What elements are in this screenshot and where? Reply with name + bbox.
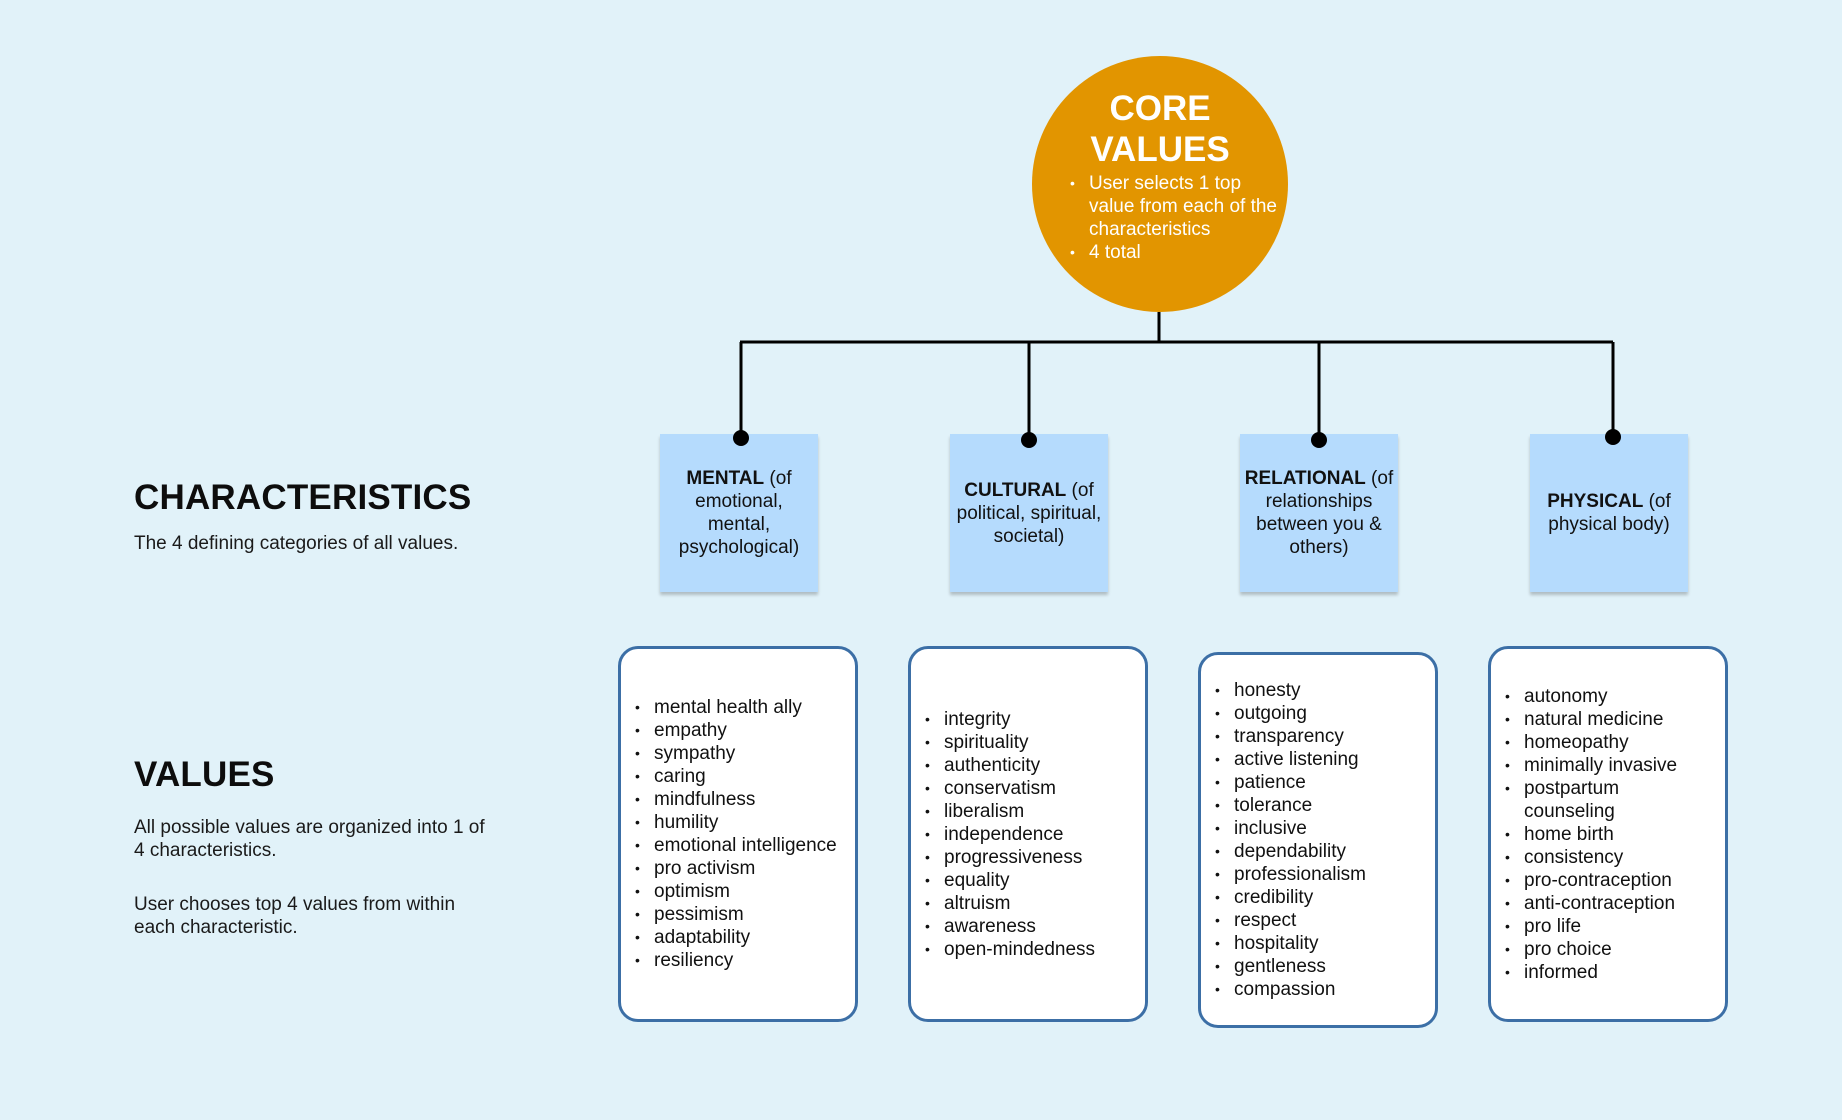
characteristic-qualifier: (of political, spiritual, societal) bbox=[956, 479, 1102, 547]
value-item: credibility bbox=[1215, 886, 1366, 909]
core-title-line-1: CORE bbox=[1109, 89, 1211, 128]
value-item: adaptability bbox=[635, 926, 837, 949]
value-item: spirituality bbox=[925, 731, 1095, 754]
value-item: dependability bbox=[1215, 840, 1366, 863]
characteristic-box-mental: MENTAL (of emotional, mental, psychologi… bbox=[660, 434, 818, 592]
connector-dot-physical bbox=[1605, 429, 1621, 445]
value-item: emotional intelligence bbox=[635, 834, 837, 857]
characteristic-qualifier: (of physical body) bbox=[1548, 491, 1671, 535]
core-values-notes: User selects 1 top value from each of th… bbox=[1070, 172, 1280, 264]
values-card-cultural: integrity spirituality authenticity cons… bbox=[908, 646, 1148, 1022]
value-item: integrity bbox=[925, 708, 1095, 731]
value-item: pessimism bbox=[635, 903, 837, 926]
characteristic-label: RELATIONAL (of relationships between you… bbox=[1243, 467, 1395, 559]
value-item: equality bbox=[925, 869, 1095, 892]
value-item: empathy bbox=[635, 719, 837, 742]
values-card-physical: autonomy natural medicine homeopathy min… bbox=[1488, 646, 1728, 1022]
value-item: outgoing bbox=[1215, 702, 1366, 725]
value-item: compassion bbox=[1215, 978, 1366, 1001]
characteristic-qualifier: (of relationships between you & others) bbox=[1256, 468, 1394, 558]
value-item: honesty bbox=[1215, 679, 1366, 702]
characteristic-qualifier: (of emotional, mental, psychological) bbox=[678, 468, 800, 558]
core-values-circle: CORE VALUES User selects 1 top value fro… bbox=[1032, 56, 1288, 312]
characteristics-heading: CHARACTERISTICS bbox=[134, 478, 472, 517]
value-item: natural medicine bbox=[1505, 708, 1677, 731]
characteristic-name: CULTURAL bbox=[964, 479, 1067, 501]
value-item: pro choice bbox=[1505, 938, 1677, 961]
characteristic-box-cultural: CULTURAL (of political, spiritual, socie… bbox=[950, 434, 1108, 592]
value-item: independence bbox=[925, 823, 1095, 846]
characteristic-label: CULTURAL (of political, spiritual, socie… bbox=[956, 479, 1102, 548]
connector-dot-mental bbox=[733, 430, 749, 446]
values-description-1: All possible values are organized into 1… bbox=[134, 817, 485, 861]
values-list-physical: autonomy natural medicine homeopathy min… bbox=[1491, 685, 1677, 984]
value-item: autonomy bbox=[1505, 685, 1677, 708]
value-item: informed bbox=[1505, 961, 1677, 984]
value-item: progressiveness bbox=[925, 846, 1095, 869]
core-title-line-2: VALUES bbox=[1090, 130, 1230, 169]
value-item: mindfulness bbox=[635, 788, 837, 811]
values-card-mental: mental health ally empathy sympathy cari… bbox=[618, 646, 858, 1022]
characteristic-label: PHYSICAL (of physical body) bbox=[1536, 490, 1682, 536]
value-item: liberalism bbox=[925, 800, 1095, 823]
value-item: humility bbox=[635, 811, 837, 834]
characteristic-box-relational: RELATIONAL (of relationships between you… bbox=[1240, 434, 1398, 592]
value-item: caring bbox=[635, 765, 837, 788]
characteristic-name: PHYSICAL bbox=[1547, 491, 1644, 512]
value-item: resiliency bbox=[635, 949, 837, 972]
core-note: 4 total bbox=[1070, 241, 1280, 264]
value-item: homeopathy bbox=[1505, 731, 1677, 754]
value-item: tolerance bbox=[1215, 794, 1366, 817]
connector-dot-relational bbox=[1311, 432, 1327, 448]
core-note: User selects 1 top value from each of th… bbox=[1070, 172, 1280, 241]
values-list-relational: honesty outgoing transparency active lis… bbox=[1201, 679, 1366, 1001]
characteristic-box-physical: PHYSICAL (of physical body) bbox=[1530, 434, 1688, 592]
value-item: pro activism bbox=[635, 857, 837, 880]
value-item: transparency bbox=[1215, 725, 1366, 748]
value-item: professionalism bbox=[1215, 863, 1366, 886]
characteristics-description: The 4 defining categories of all values. bbox=[134, 533, 459, 554]
values-list-cultural: integrity spirituality authenticity cons… bbox=[911, 708, 1095, 961]
value-item: conservatism bbox=[925, 777, 1095, 800]
value-item: minimally invasive bbox=[1505, 754, 1677, 777]
value-item: altruism bbox=[925, 892, 1095, 915]
value-item: optimism bbox=[635, 880, 837, 903]
core-values-title: CORE VALUES bbox=[1032, 88, 1288, 170]
value-item: sympathy bbox=[635, 742, 837, 765]
value-item: home birth bbox=[1505, 823, 1677, 846]
characteristic-label: MENTAL (of emotional, mental, psychologi… bbox=[666, 467, 812, 559]
value-item: patience bbox=[1215, 771, 1366, 794]
value-item: awareness bbox=[925, 915, 1095, 938]
characteristic-name: MENTAL bbox=[686, 468, 765, 489]
value-item: anti-contraception bbox=[1505, 892, 1677, 915]
value-item: hospitality bbox=[1215, 932, 1366, 955]
value-item: open-mindedness bbox=[925, 938, 1095, 961]
values-card-relational: honesty outgoing transparency active lis… bbox=[1198, 652, 1438, 1028]
value-item: pro life bbox=[1505, 915, 1677, 938]
value-item: postpartum counseling bbox=[1505, 777, 1674, 823]
values-description-2: User chooses top 4 values from within ea… bbox=[134, 894, 456, 938]
values-list-mental: mental health ally empathy sympathy cari… bbox=[621, 696, 837, 972]
value-item: respect bbox=[1215, 909, 1366, 932]
characteristic-name: RELATIONAL bbox=[1244, 468, 1366, 489]
value-item: authenticity bbox=[925, 754, 1095, 777]
connector-dot-cultural bbox=[1021, 432, 1037, 448]
value-item: inclusive bbox=[1215, 817, 1366, 840]
value-item: gentleness bbox=[1215, 955, 1366, 978]
value-item: pro-contraception bbox=[1505, 869, 1677, 892]
value-item: active listening bbox=[1215, 748, 1366, 771]
values-heading: VALUES bbox=[134, 755, 275, 794]
value-item: consistency bbox=[1505, 846, 1677, 869]
value-item: mental health ally bbox=[635, 696, 837, 719]
